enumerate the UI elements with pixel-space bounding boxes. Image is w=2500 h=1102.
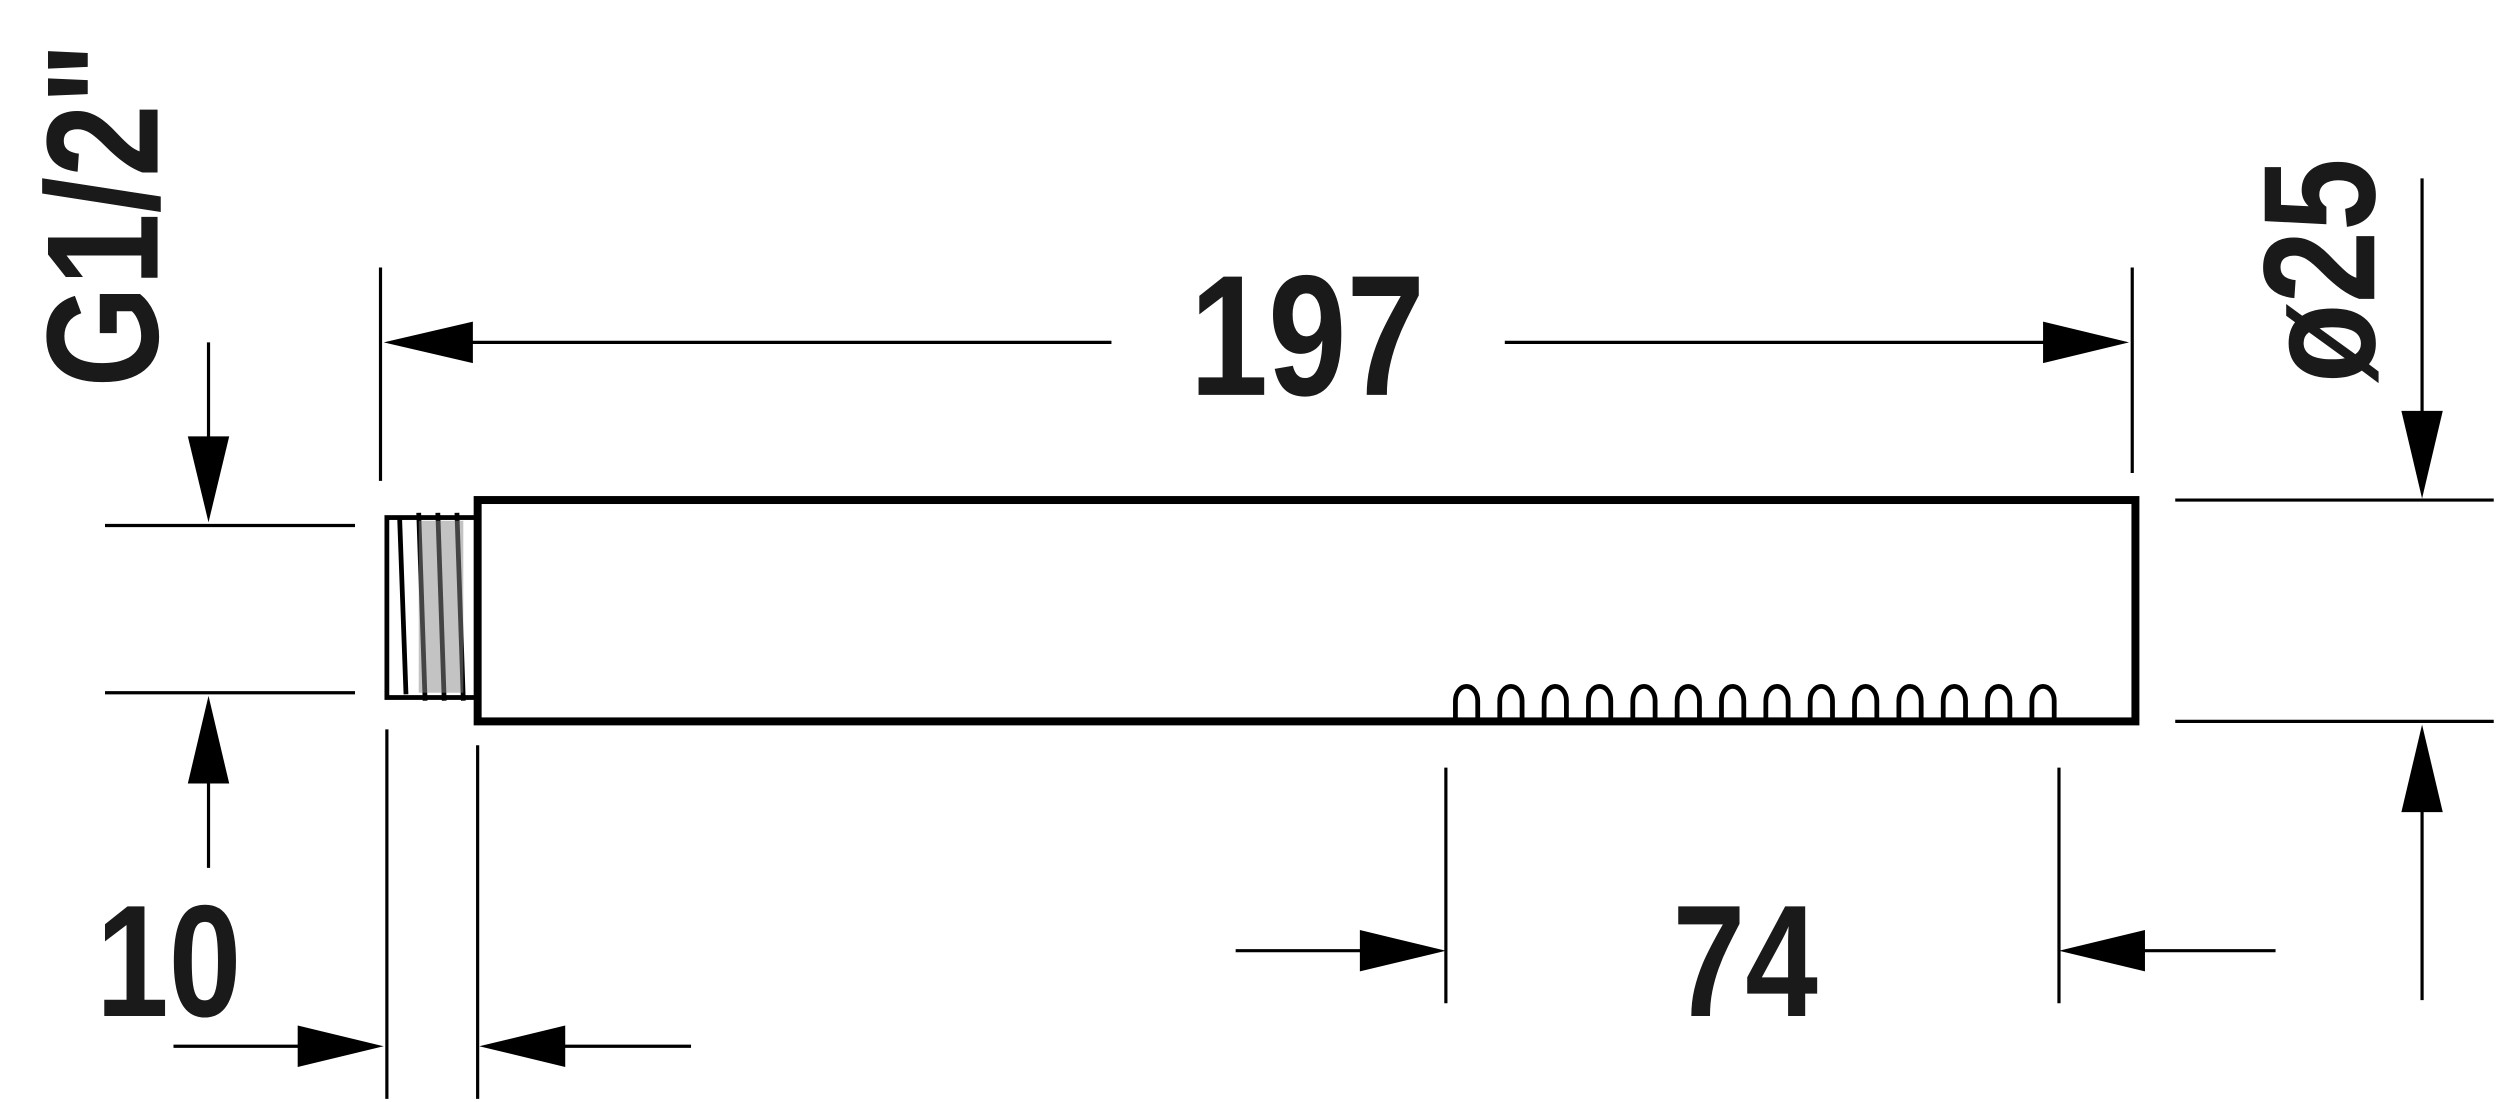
spray-nozzle <box>1852 684 1880 723</box>
arrow-left-icon <box>383 321 473 364</box>
arrow-right-icon <box>297 1025 384 1067</box>
spray-nozzle <box>1763 684 1791 723</box>
spray-nozzle <box>1541 684 1569 723</box>
spray-nozzle <box>2029 684 2057 723</box>
spray-nozzle <box>1719 684 1747 723</box>
arrow-left-icon <box>2058 930 2145 972</box>
thread-connector <box>384 512 481 701</box>
dimension-thread: G1/2" <box>13 42 191 387</box>
dimension-thread-length: 10 <box>96 872 241 1050</box>
spray-nozzle <box>1940 684 1968 723</box>
spray-nozzle <box>1586 684 1614 723</box>
arrow-down-icon <box>2401 410 2443 499</box>
arrow-up-icon <box>2401 724 2443 813</box>
spray-nozzle <box>1630 684 1658 723</box>
arrow-up-icon <box>187 695 230 784</box>
hand-shower-body <box>473 496 2140 726</box>
arrow-right-icon <box>2043 321 2130 364</box>
arrow-down-icon <box>187 436 230 523</box>
dimension-lines <box>173 178 2424 1048</box>
arrowheads <box>187 321 2443 1067</box>
spray-nozzle <box>1497 684 1525 723</box>
arrow-left-icon <box>479 1025 566 1067</box>
extension-lines <box>105 267 2494 1099</box>
dimension-diameter: ø25 <box>2230 158 2408 383</box>
spray-nozzle <box>1896 684 1924 723</box>
dimension-overall-length: 197 <box>1190 241 1425 432</box>
spray-nozzle <box>1453 684 1481 723</box>
spray-nozzle <box>1807 684 1835 723</box>
spray-nozzles <box>1453 684 2057 723</box>
arrow-right-icon <box>1359 930 1446 972</box>
spray-nozzle <box>1985 684 2013 723</box>
spray-nozzle <box>1674 684 1702 723</box>
dimension-spray-length: 74 <box>1673 872 1818 1050</box>
